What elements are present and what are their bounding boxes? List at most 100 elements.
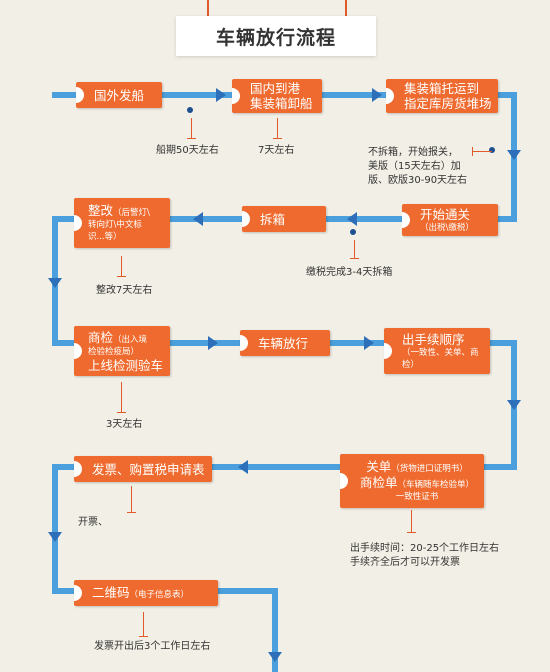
step-unbox: 拆箱: [242, 206, 326, 232]
tick-marker: [472, 147, 473, 156]
step-sublabel: （一致性、关单、商: [402, 347, 479, 358]
box-tab: [232, 88, 240, 104]
step-sublabel: （出入境: [113, 334, 148, 345]
step-label: 关单: [366, 459, 392, 474]
box-tab: [74, 461, 82, 477]
note-tax-done: 缴税完成3-4天拆箱: [306, 267, 393, 278]
tick-marker: [131, 486, 132, 512]
arrow-down: [507, 150, 521, 160]
step-label: 出手续顺序: [402, 331, 465, 347]
note-rectify-period: 整改7天左右: [96, 285, 153, 296]
step-sublabel: 检）: [402, 359, 420, 370]
step-sublabel: （车辆随车检验单）: [397, 480, 475, 490]
step-sublabel: 检验检疫局）: [88, 346, 140, 357]
note-qr-time: 发票开出后3个工作日左右: [94, 641, 211, 652]
note-inspect-period: 3天左右: [106, 419, 143, 430]
track-dot: [350, 229, 356, 235]
step-qr-code: 二维码（电子信息表）: [74, 580, 218, 606]
step-label: 指定库房货堆场: [404, 96, 492, 111]
track-dot: [489, 147, 495, 153]
tick-marker: [121, 382, 122, 412]
arrow-right: [372, 88, 382, 102]
tick-marker: [143, 612, 144, 636]
title-hanger-left: [207, 0, 209, 16]
track-down-5: [272, 588, 278, 672]
step-sublabel: （电子信息表）: [129, 590, 190, 600]
step-label: 商检: [88, 329, 114, 345]
tick-marker: [139, 636, 148, 637]
arrow-left: [347, 212, 357, 226]
step-label: 集装箱托运到: [404, 81, 480, 96]
step-docs-order: 出手续顺序 （一致性、关单、商 检）: [384, 328, 490, 374]
note-invoice: 开票、: [78, 517, 108, 528]
step-sublabel: 转向灯\中文标: [88, 220, 142, 230]
box-tab: [384, 343, 392, 359]
step-rectify: 整改（后警灯\ 转向灯\中文标 识...等）: [74, 198, 170, 248]
note-docs-time-line1: 出手续时间：20-25个工作日左右: [350, 543, 500, 554]
step-label: 集装箱卸船: [250, 96, 313, 111]
arrow-down: [507, 400, 521, 410]
step-sublabel: （货物进口证明书）: [391, 464, 468, 474]
step-label: 开始通关: [420, 206, 471, 222]
step-start-customs: 开始通关 （出税\缴税）: [402, 204, 498, 236]
tick-marker: [354, 240, 355, 258]
step-label: 拆箱: [260, 211, 286, 227]
arrow-right: [216, 88, 226, 102]
tick-marker: [472, 151, 492, 152]
tick-marker: [407, 532, 416, 533]
step-vehicle-release: 车辆放行: [240, 330, 330, 356]
arrow-down: [268, 652, 282, 662]
tick-marker: [350, 258, 359, 259]
page-title: 车辆放行流程: [176, 16, 376, 56]
tick-marker: [121, 256, 122, 276]
step-label: 整改: [88, 203, 114, 218]
step-ship-abroad: 国外发船: [76, 82, 162, 108]
note-docs-time-line2: 手续齐全后才可以开发票: [350, 557, 460, 568]
arrow-down: [48, 278, 62, 288]
note-ship-period: 船期50天左右: [156, 145, 219, 156]
box-tab: [402, 212, 410, 228]
step-label: 国内到港: [250, 81, 301, 96]
arrow-right: [364, 336, 374, 350]
step-label: 上线检测验车: [88, 357, 164, 373]
step-label: 车辆放行: [258, 335, 309, 351]
note-unload-period: 7天左右: [258, 145, 295, 156]
track-row-4: [52, 464, 517, 470]
tick-marker: [411, 510, 412, 532]
step-label: 国外发船: [94, 87, 145, 103]
box-tab: [74, 215, 82, 231]
step-container-transport: 集装箱托运到 指定库房货堆场: [386, 79, 498, 113]
tick-marker: [127, 512, 136, 513]
arrow-right: [208, 336, 218, 350]
arrow-left: [193, 212, 203, 226]
arrow-left: [238, 460, 248, 474]
tick-marker: [187, 138, 196, 139]
track-down-4: [52, 464, 58, 592]
step-arrive-unload: 国内到港 集装箱卸船: [232, 79, 322, 113]
note-unbox-line3: 版、欧版30-90天左右: [368, 175, 468, 186]
box-tab: [242, 211, 250, 227]
box-tab: [340, 473, 348, 489]
title-hanger-right: [345, 0, 347, 16]
step-label: 二维码: [92, 585, 130, 600]
box-tab: [74, 343, 82, 359]
step-inspection: 商检（出入境 检验检疫局） 上线检测验车: [74, 326, 170, 376]
box-tab: [240, 335, 248, 351]
step-sublabel: 一致性证书: [395, 492, 439, 502]
tick-marker: [117, 412, 126, 413]
tick-marker: [277, 118, 278, 138]
tick-marker: [273, 138, 282, 139]
step-customs-documents: 关单（货物进口证明书） 商检单（车辆随车检验单） 一致性证书: [340, 454, 484, 508]
note-unbox-line1: 不拆箱，开始报关，: [368, 147, 458, 158]
step-label: 发票、购置税申请表: [92, 461, 205, 477]
box-tab: [386, 88, 394, 104]
step-sublabel: 识...等）: [88, 232, 122, 242]
step-sublabel: （后警灯\: [113, 208, 150, 218]
box-tab: [74, 585, 82, 601]
note-unbox-line2: 美版（15天左右）加: [368, 161, 461, 172]
step-sublabel: （出税\缴税）: [420, 222, 474, 233]
step-label: 商检单: [359, 475, 398, 490]
box-tab: [76, 87, 84, 103]
arrow-down: [48, 532, 62, 542]
tick-marker: [191, 118, 192, 138]
